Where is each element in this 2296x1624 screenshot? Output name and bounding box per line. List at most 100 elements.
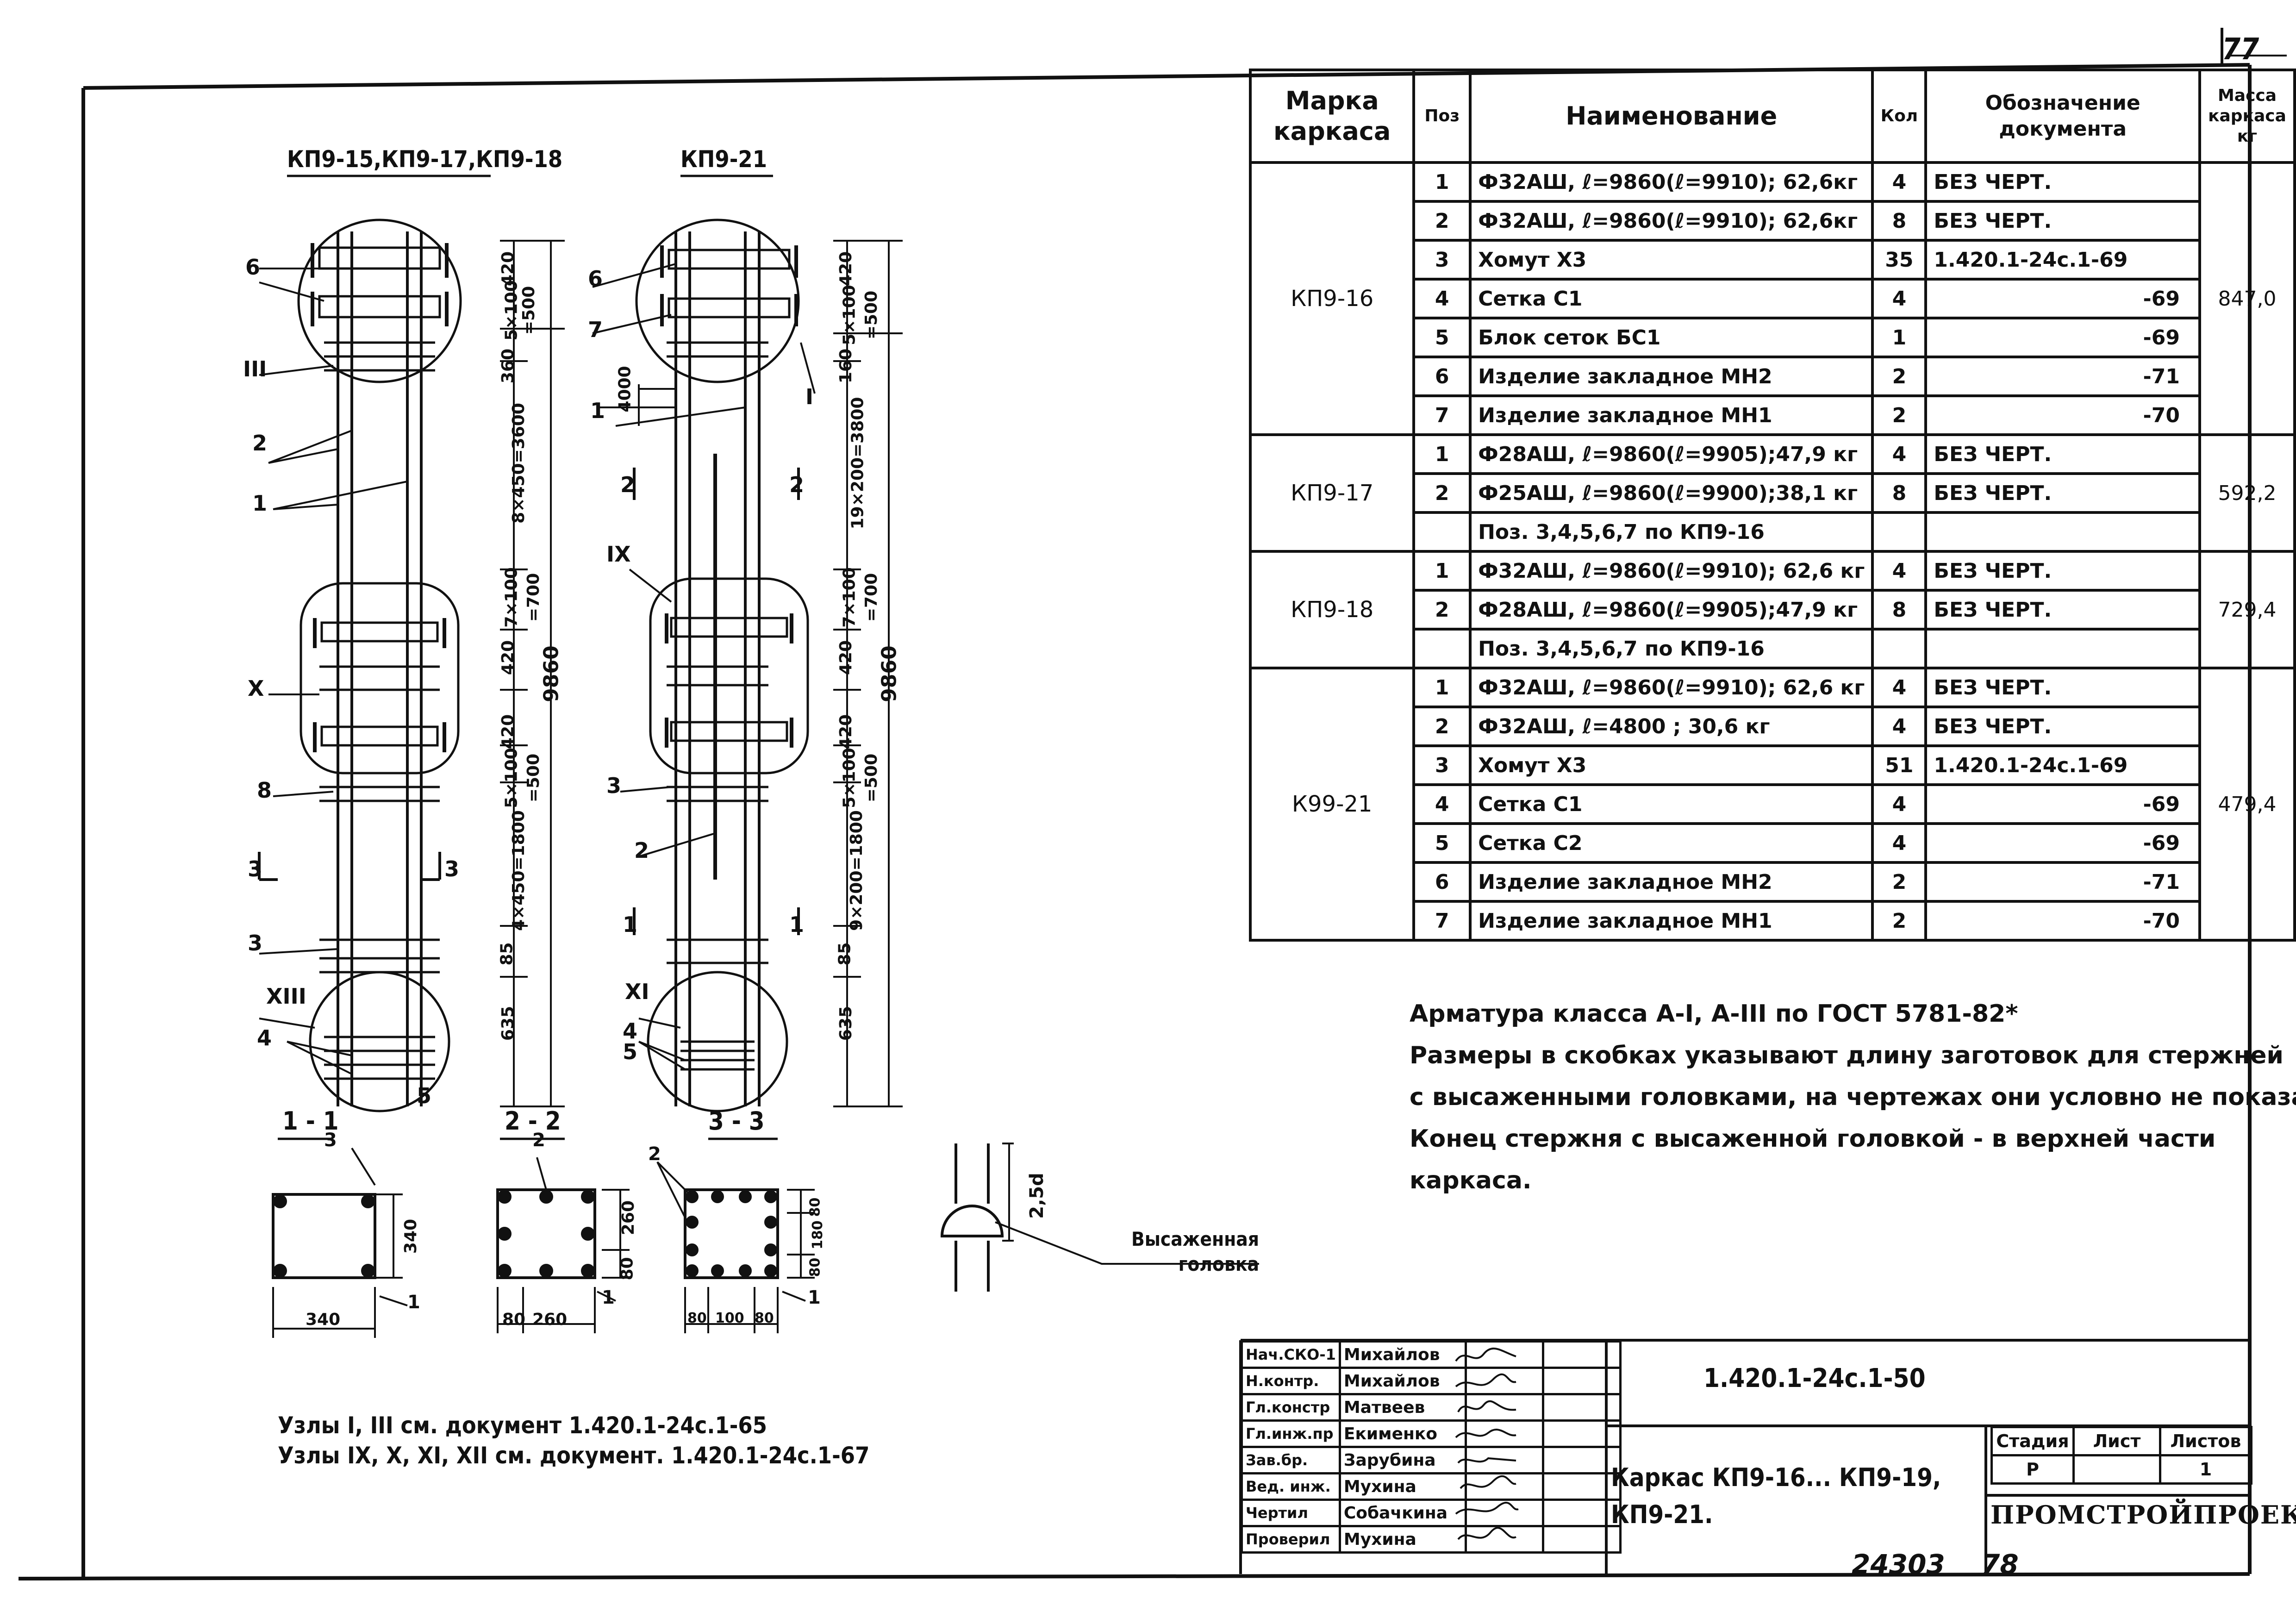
node-label: III — [243, 356, 267, 381]
role-cell: Чертил — [1241, 1499, 1341, 1527]
pos-cell: 1 — [1412, 433, 1472, 475]
pos-cell: 2 — [1412, 589, 1472, 631]
pos-label: 2 — [252, 431, 268, 456]
pos-label: 1 — [407, 1292, 420, 1313]
node-label: I — [805, 384, 814, 409]
pos-label: 3 — [324, 1130, 337, 1151]
signature-cell — [1464, 1525, 1544, 1554]
kol-cell: 35 — [1871, 239, 1928, 281]
role-cell: Проверил — [1241, 1525, 1341, 1554]
pos-cell: 1 — [1412, 161, 1472, 203]
empty-cell — [1541, 1393, 1622, 1422]
stage-table: Стадия Лист Листов Р 1 — [1990, 1426, 2252, 1485]
doc-cell: -69 — [1924, 783, 2202, 825]
signature-cell — [1464, 1367, 1544, 1395]
doc-cell — [1924, 511, 2202, 553]
pos-label: 1 — [252, 491, 268, 516]
name-cell: Ф32АШ, ℓ=9860(ℓ=9910); 62,6кг — [1469, 161, 1874, 203]
page-number: 77 — [2222, 32, 2259, 67]
empty-cell — [1541, 1525, 1622, 1554]
header-marka: Марка каркаса — [1248, 69, 1416, 164]
note-line: Конец стержня с высаженной головкой - в … — [1410, 1125, 2216, 1153]
dim-label: 9860 — [539, 645, 563, 702]
node-label: XI — [625, 979, 649, 1004]
dim-label: 5×100 — [840, 748, 859, 808]
dim-label: =700 — [862, 573, 881, 622]
kol-cell: 1 — [1871, 317, 1928, 358]
name-cell: Ф25АШ, ℓ=9860(ℓ=9900);38,1 кг — [1469, 472, 1874, 514]
dim-label: =500 — [862, 753, 881, 803]
pos-label: 4 — [257, 1025, 272, 1050]
spec-header-row: Марка каркаса Поз Наименование Кол Обозн… — [1248, 69, 2296, 164]
section-label-3: 3 - 3 — [708, 1106, 765, 1136]
stage-header: Стадия — [1990, 1426, 2075, 1456]
group-massa: 479,4 — [2198, 667, 2296, 942]
kol-cell: 4 — [1871, 783, 1928, 825]
name-cell: Ф32АШ, ℓ=9860(ℓ=9910); 62,6кг — [1469, 200, 1874, 242]
table-row: Поз. 3,4,5,6,7 по КП9-16 — [1250, 628, 2295, 669]
pos-label: 2 — [634, 838, 649, 863]
section-mark: 1 — [623, 912, 638, 937]
left-drawing-title: КП9-15,КП9-17,КП9-18 — [287, 146, 563, 173]
name-cell: Мухина — [1338, 1525, 1467, 1554]
name-cell: Поз. 3,4,5,6,7 по КП9-16 — [1469, 511, 1874, 553]
name-cell: Сетка С1 — [1469, 783, 1874, 825]
dim-label: 420 — [836, 251, 856, 287]
kol-cell: 8 — [1871, 472, 1928, 514]
section-mark: 3 — [444, 856, 460, 881]
dim-label: 420 — [499, 640, 518, 675]
signature-row: Зав.бр.Зарубина — [1241, 1446, 1622, 1474]
pos-label: 1 — [602, 1287, 615, 1308]
group-marka: КП9-18 — [1248, 550, 1416, 669]
dim-label: 85 — [497, 942, 517, 966]
dim-label: 8×450=3600 — [509, 403, 528, 524]
sheets-value: 1 — [2159, 1454, 2252, 1485]
doc-cell: -69 — [1924, 278, 2202, 319]
dim-label: 180 — [809, 1220, 826, 1249]
empty-cell — [1541, 1367, 1622, 1395]
signature-row: Вед. инж.Мухина — [1241, 1472, 1622, 1501]
signature-cell — [1464, 1340, 1544, 1369]
footer-page: 78 — [1981, 1549, 2019, 1580]
dim-label: 19×200=3800 — [848, 397, 867, 530]
name-cell: Ф28АШ, ℓ=9860(ℓ=9905);47,9 кг — [1469, 433, 1874, 475]
sheet-value — [2072, 1454, 2161, 1485]
group-massa: 847,0 — [2198, 161, 2296, 436]
role-cell: Вед. инж. — [1241, 1472, 1341, 1501]
right-drawing-title: КП9-21 — [680, 146, 767, 173]
kol-cell: 4 — [1871, 550, 1928, 592]
doc-cell: 1.420.1-24с.1-69 — [1924, 239, 2202, 281]
doc-cell: БЕЗ ЧЕРТ. — [1924, 200, 2202, 242]
pos-label: 6 — [245, 255, 261, 280]
kol-cell: 2 — [1871, 356, 1928, 397]
pos-cell: 4 — [1412, 783, 1472, 825]
table-row: Поз. 3,4,5,6,7 по КП9-16 — [1250, 511, 2295, 553]
name-cell: Сетка С2 — [1469, 822, 1874, 864]
kol-cell: 4 — [1871, 433, 1928, 475]
pos-label: 8 — [257, 778, 272, 803]
header-massa: Масса каркаса кг — [2198, 69, 2296, 164]
dim-label: 7×100 — [840, 567, 859, 628]
kol-cell: 2 — [1871, 861, 1928, 903]
name-cell: Ф32АШ, ℓ=4800 ; 30,6 кг — [1469, 706, 1874, 747]
doc-cell: -70 — [1924, 394, 2202, 436]
organization: ПРОМСТРОЙПРОЕКТ — [1990, 1500, 2296, 1530]
pos-label: 5 — [623, 1039, 638, 1064]
role-cell: Гл.инж.пр — [1241, 1419, 1341, 1448]
dim-label: 340 — [306, 1310, 341, 1329]
name-cell: Поз. 3,4,5,6,7 по КП9-16 — [1469, 628, 1874, 669]
pos-label: 1 — [590, 398, 605, 423]
name-cell: Ф32АШ, ℓ=9860(ℓ=9910); 62,6 кг — [1469, 550, 1874, 592]
name-cell: Изделие закладное МН2 — [1469, 356, 1874, 397]
pos-cell: 2 — [1412, 472, 1472, 514]
